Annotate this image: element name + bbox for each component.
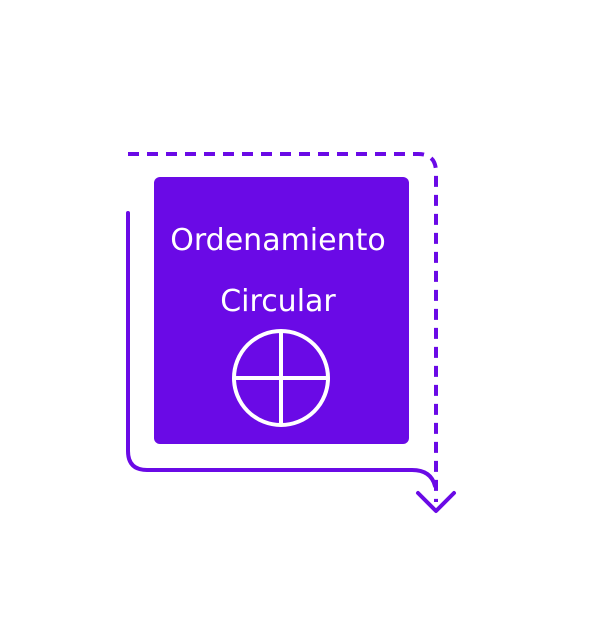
card-title-line-2: Circular xyxy=(220,284,336,319)
circle-cross-icon xyxy=(232,329,330,427)
dashed-path-arrow xyxy=(128,152,438,502)
card xyxy=(154,177,409,444)
arrowhead-icon xyxy=(416,491,456,513)
solid-path-line xyxy=(126,211,437,488)
card-title-line-1: Ordenamiento xyxy=(170,223,385,258)
